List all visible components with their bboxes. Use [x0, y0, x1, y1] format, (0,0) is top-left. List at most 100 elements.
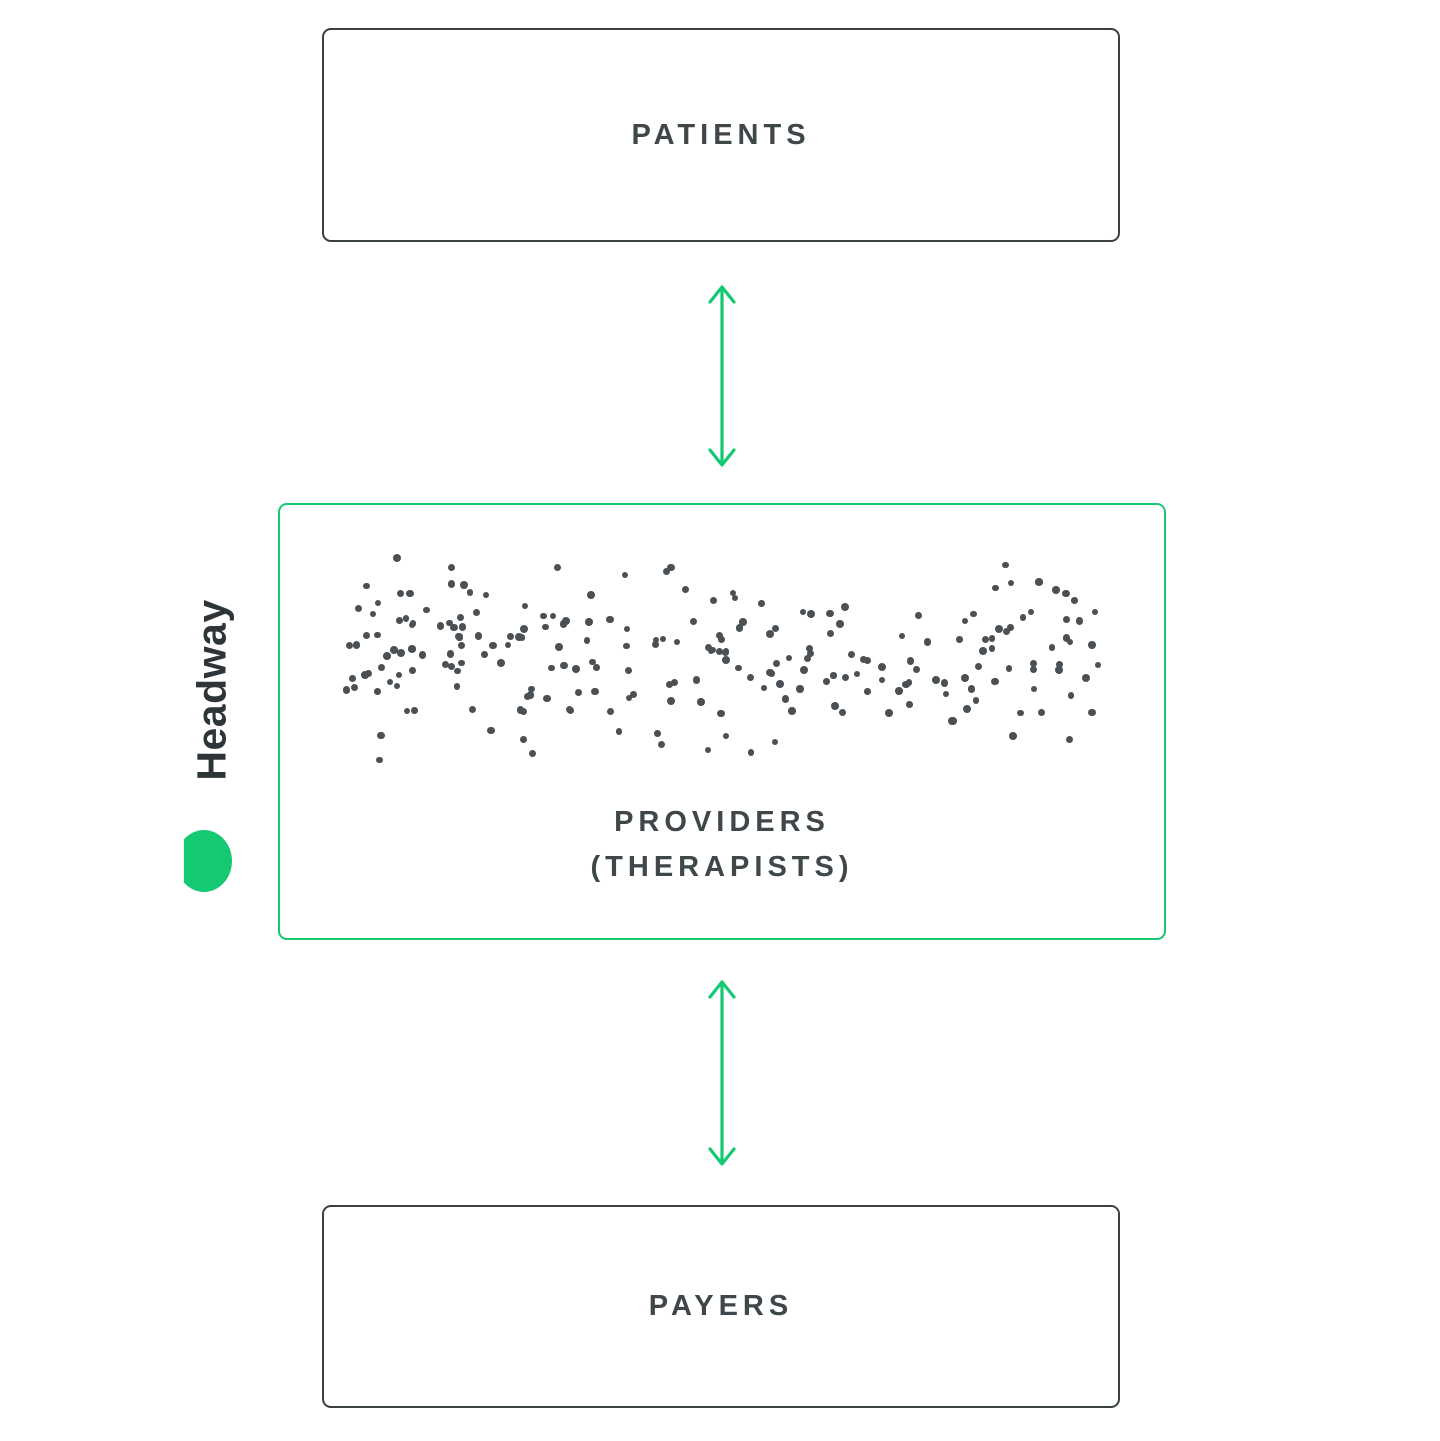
provider-dot: [967, 685, 976, 693]
provider-dot: [970, 610, 977, 618]
provider-dot: [690, 617, 698, 625]
provider-dot: [549, 613, 557, 620]
provider-dot: [587, 590, 595, 599]
provider-dot: [771, 738, 779, 746]
provider-dot: [1062, 634, 1071, 643]
provider-dot: [457, 641, 465, 649]
provider-dot: [1002, 627, 1011, 635]
provider-dot: [659, 635, 666, 642]
provider-dot: [515, 633, 523, 642]
provider-dot: [488, 641, 497, 650]
provider-dot: [623, 625, 631, 633]
provider-dot: [931, 675, 940, 684]
provider-dot: [411, 707, 418, 714]
provider-dot: [1081, 673, 1090, 682]
provider-dot: [715, 647, 723, 655]
provider-dot: [1088, 641, 1096, 650]
provider-dot: [653, 636, 660, 643]
provider-dot: [799, 608, 806, 615]
provider-dot: [1092, 608, 1099, 615]
provider-dot: [1038, 709, 1046, 717]
provider-dot: [747, 749, 755, 756]
provider-dot: [991, 677, 999, 686]
provider-dot: [373, 688, 381, 696]
provider-dot: [692, 675, 701, 684]
provider-dot: [974, 662, 983, 670]
provider-dot: [989, 645, 996, 652]
provider-dot: [773, 660, 781, 668]
provider-dot: [393, 682, 401, 690]
provider-dot: [735, 624, 744, 632]
provider-dot: [548, 664, 555, 672]
provider-dot: [799, 666, 808, 675]
double-arrow-icon: [708, 285, 736, 467]
provider-dot: [436, 622, 445, 630]
provider-dot: [705, 746, 712, 753]
provider-dot: [622, 571, 629, 578]
provider-dot: [584, 617, 593, 626]
provider-dot: [453, 667, 461, 675]
provider-dot: [961, 617, 969, 624]
provider-dot: [697, 698, 705, 706]
provider-dot: [885, 709, 893, 718]
provider-dot: [665, 680, 674, 689]
provider-dot: [574, 689, 582, 697]
provider-dot: [370, 610, 377, 618]
provider-dot: [466, 589, 474, 597]
provider-dot: [630, 691, 637, 699]
headway-logo-mark: [183, 830, 232, 892]
provider-dot: [654, 730, 661, 738]
provider-dot: [387, 678, 394, 685]
provider-dot: [877, 662, 886, 671]
provider-dot: [606, 707, 614, 716]
providers-payers-arrow: [702, 977, 742, 1169]
provider-dot: [392, 553, 401, 562]
provider-dot: [864, 688, 871, 695]
provider-dot: [796, 684, 805, 693]
provider-dot: [673, 638, 681, 646]
provider-dot: [709, 647, 716, 654]
provider-dot: [781, 695, 789, 703]
provider-dot: [709, 596, 717, 604]
provider-dot: [722, 732, 730, 740]
provider-dot: [961, 674, 969, 683]
provider-dot: [446, 619, 454, 627]
provider-dot: [543, 694, 551, 703]
provider-dot: [408, 621, 416, 629]
provider-dot: [1071, 597, 1079, 604]
provider-dot: [519, 625, 528, 634]
provider-dot: [472, 609, 480, 617]
provider-dot: [973, 697, 980, 704]
provider-dot: [516, 706, 525, 714]
provider-dot: [705, 643, 713, 651]
provider-dot: [805, 645, 813, 653]
provider-dot: [528, 750, 537, 758]
provider-dot: [363, 631, 371, 639]
provider-dot: [651, 640, 660, 648]
provider-dot: [841, 603, 850, 612]
provider-dot: [1055, 665, 1064, 674]
provider-dot: [722, 647, 730, 654]
providers-label-line1: PROVIDERS: [614, 806, 830, 839]
provider-dot: [1019, 614, 1027, 621]
provider-dot: [836, 620, 844, 628]
provider-dot: [504, 641, 512, 649]
provider-dot: [374, 631, 381, 638]
provider-dot: [747, 674, 755, 682]
provider-dot: [542, 623, 549, 631]
provider-dot: [349, 675, 356, 682]
provider-dot: [772, 625, 780, 633]
provider-dot: [395, 671, 403, 679]
provider-dot: [940, 679, 948, 687]
provider-dot: [555, 642, 564, 651]
provider-dot: [406, 589, 414, 598]
provider-dot: [830, 672, 837, 679]
provider-dot: [1062, 616, 1070, 624]
provider-dot: [1094, 661, 1102, 669]
provider-dot: [1030, 665, 1038, 673]
provider-dot: [718, 635, 725, 643]
patients-providers-arrow: [702, 282, 742, 470]
provider-dot: [351, 684, 359, 692]
providers-label-line2: (THERAPISTS): [590, 851, 854, 884]
provider-dot: [450, 623, 459, 632]
